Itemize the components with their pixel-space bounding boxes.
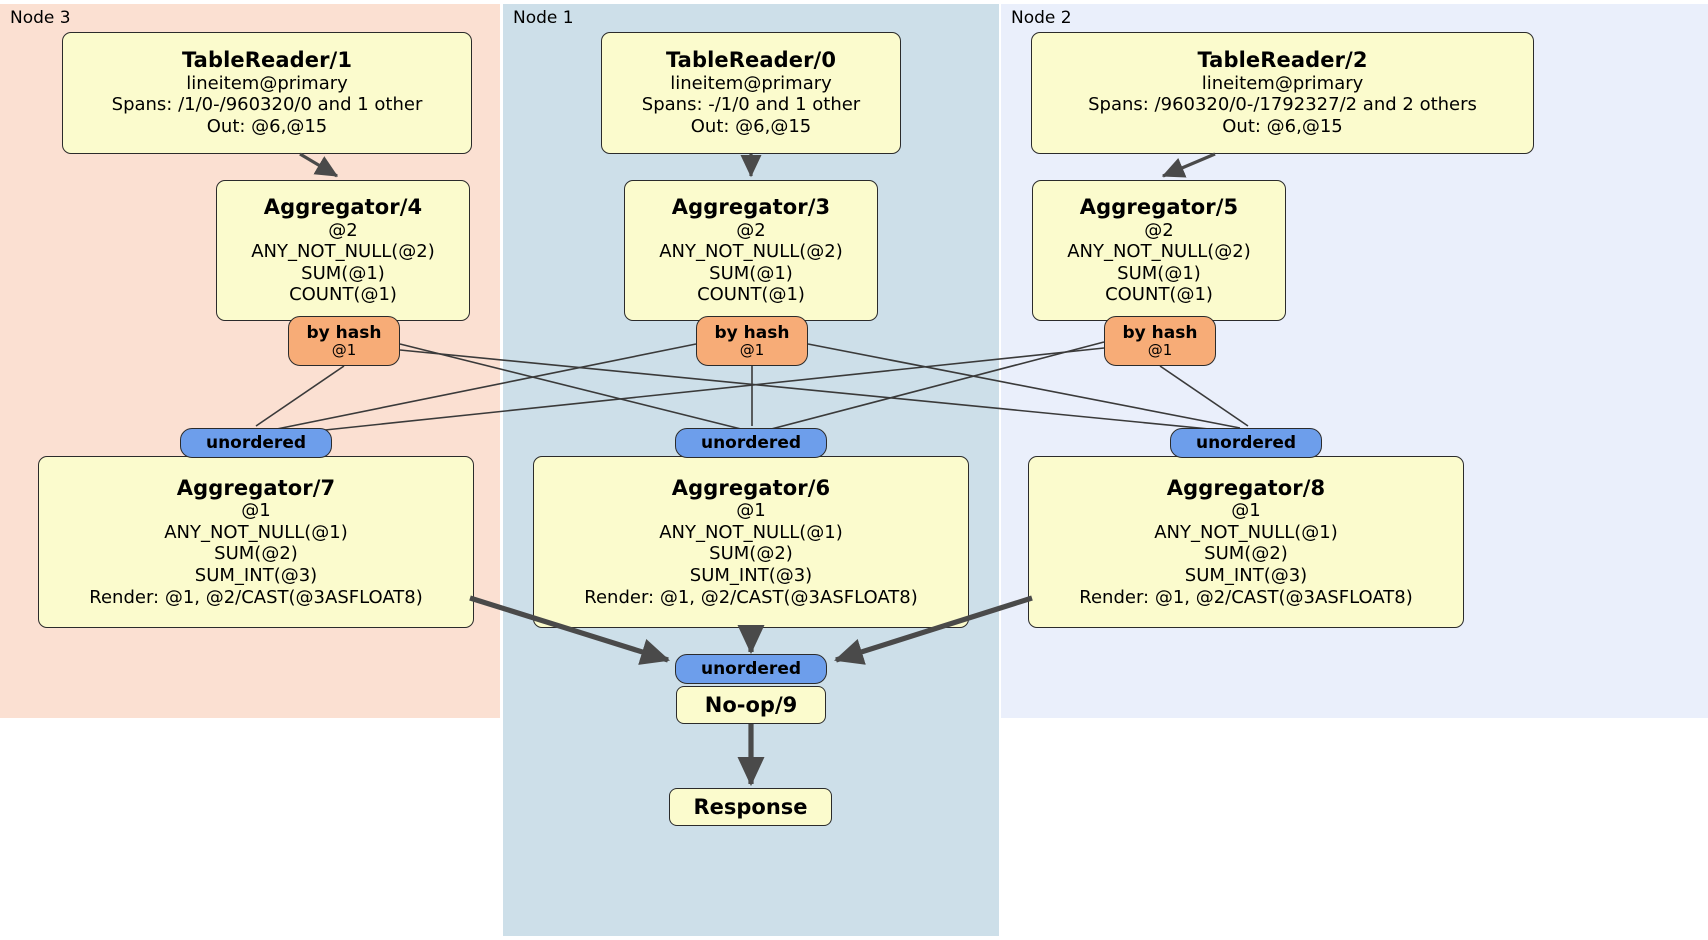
plan-node-detail-line: @2 [736,219,766,241]
plan-node-detail-line: ANY_NOT_NULL(@2) [251,241,435,263]
panel-label-node3: Node 3 [10,8,71,28]
plan-node-detail-line: Render: @1, @2/CAST(@3ASFLOAT8) [1079,586,1413,608]
plan-node-detail-line: SUM(@2) [214,543,298,565]
plan-node-detail-line: COUNT(@1) [289,284,397,306]
plan-node-detail-line: Render: @1, @2/CAST(@3ASFLOAT8) [89,586,423,608]
plan-node-detail-line: SUM(@1) [709,262,793,284]
plan-node-title: Aggregator/8 [1166,475,1326,500]
badge-primary-label: unordered [700,432,802,453]
plan-node-detail-line: lineitem@primary [186,72,348,94]
plan-node-detail-line: Spans: -/1/0 and 1 other [641,94,861,116]
badge-unordered-9[interactable]: unordered [675,654,827,684]
plan-node-detail-line: Spans: /1/0-/960320/0 and 1 other [111,94,423,116]
plan-node-detail-line: Out: @6,@15 [206,116,328,138]
plan-node-title: TableReader/2 [1197,48,1368,73]
plan-node-detail-line: SUM_INT(@3) [194,565,318,587]
badge-primary-label: unordered [205,432,307,453]
badge-secondary-label: @1 [331,341,357,360]
plan-node-response[interactable]: Response [669,788,832,826]
plan-node-detail-line: ANY_NOT_NULL(@2) [1067,241,1251,263]
plan-node-detail-line: COUNT(@1) [1105,284,1213,306]
badge-primary-label: by hash [714,322,790,343]
badge-primary-label: unordered [700,658,802,679]
badge-primary-label: unordered [1195,432,1297,453]
plan-node-detail-line: @1 [241,500,271,522]
badge-secondary-label: @1 [1147,341,1173,360]
badge-unordered-6[interactable]: unordered [675,428,827,458]
plan-node-detail-line: Render: @1, @2/CAST(@3ASFLOAT8) [584,586,918,608]
plan-node-detail-line: SUM(@2) [709,543,793,565]
plan-node-detail-line: lineitem@primary [670,72,832,94]
badge-hash-3[interactable]: by hash@1 [696,316,808,366]
panel-label-node1: Node 1 [513,8,574,28]
plan-node-detail-line: ANY_NOT_NULL(@2) [659,241,843,263]
plan-node-detail-line: ANY_NOT_NULL(@1) [1154,521,1338,543]
badge-hash-5[interactable]: by hash@1 [1104,316,1216,366]
panel-label-node2: Node 2 [1011,8,1072,28]
plan-node-title: Aggregator/4 [263,195,423,220]
plan-node-detail-line: Spans: /960320/0-/1792327/2 and 2 others [1088,94,1477,116]
plan-node-detail-line: SUM(@1) [301,262,385,284]
plan-node-detail-line: SUM(@2) [1204,543,1288,565]
plan-node-detail-line: lineitem@primary [1201,72,1364,94]
badge-unordered-8[interactable]: unordered [1170,428,1322,458]
plan-node-detail-line: Out: @6,@15 [1222,116,1343,138]
plan-node-title: Aggregator/3 [671,195,831,220]
plan-node-title: Aggregator/6 [671,475,831,500]
badge-secondary-label: @1 [739,341,765,360]
plan-node-title: Aggregator/7 [176,475,336,500]
badge-unordered-7[interactable]: unordered [180,428,332,458]
plan-node-detail-line: Out: @6,@15 [690,116,812,138]
badge-primary-label: by hash [1122,322,1198,343]
plan-node-detail-line: ANY_NOT_NULL(@1) [659,521,843,543]
plan-node-detail-line: COUNT(@1) [697,284,805,306]
plan-node-detail-line: SUM(@1) [1117,262,1201,284]
plan-node-detail-line: @2 [328,219,358,241]
plan-node-title: TableReader/1 [181,48,353,73]
plan-node-detail-line: SUM_INT(@3) [1184,565,1308,587]
badge-hash-4[interactable]: by hash@1 [288,316,400,366]
plan-node-detail-line: @1 [1231,500,1261,522]
plan-node-noop9[interactable]: No-op/9 [676,686,826,724]
plan-node-detail-line: @1 [736,500,766,522]
plan-node-detail-line: @2 [1144,219,1174,241]
plan-node-detail-line: SUM_INT(@3) [689,565,813,587]
plan-node-title: Aggregator/5 [1079,195,1239,220]
badge-primary-label: by hash [306,322,382,343]
plan-node-title: TableReader/0 [665,48,837,73]
plan-node-detail-line: ANY_NOT_NULL(@1) [164,521,348,543]
